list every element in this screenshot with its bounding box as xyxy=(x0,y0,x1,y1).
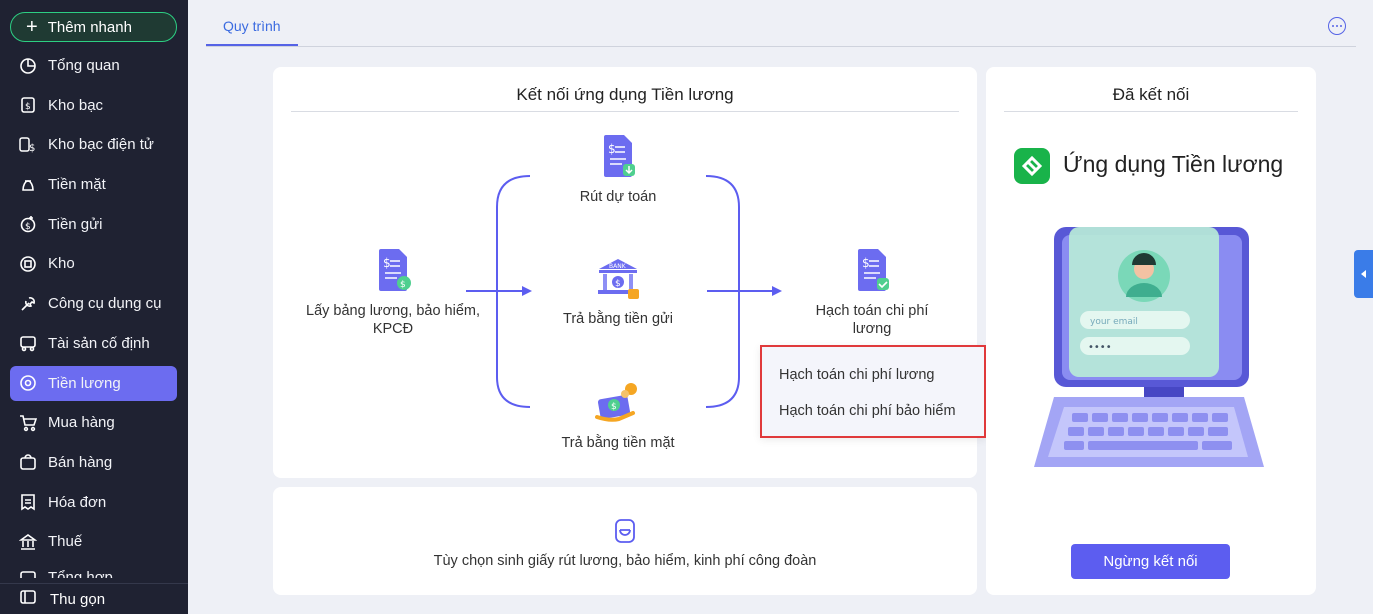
node-pay-by-deposit[interactable]: BANK $ Trả bằng tiền gửi xyxy=(543,257,693,328)
node-salary-accounting[interactable]: $ Hạch toán chi phí lương xyxy=(801,247,943,338)
node-withdraw-estimate[interactable]: $ Rút dự toán xyxy=(548,133,688,206)
accounting-options-dropdown: Hạch toán chi phí lương Hạch toán chi ph… xyxy=(760,345,986,438)
disconnect-button[interactable]: Ngừng kết nối xyxy=(1071,544,1230,579)
sidebar-item-warehouse[interactable]: Kho xyxy=(10,246,177,281)
sidebar-item-purchase[interactable]: Mua hàng xyxy=(10,405,177,440)
treasury-icon: $ xyxy=(18,95,38,115)
svg-text:$: $ xyxy=(615,279,621,289)
svg-text:••••: •••• xyxy=(1088,342,1112,353)
node-label: Rút dự toán xyxy=(579,189,657,205)
sidebar-item-tax[interactable]: Thuế xyxy=(10,524,177,559)
cash-icon xyxy=(18,175,38,195)
sidebar-item-e-treasury[interactable]: $ Kho bạc điện tử xyxy=(10,127,177,162)
document-settings-icon xyxy=(613,518,637,549)
workflow-title: Kết nối ứng dụng Tiền lương xyxy=(291,85,959,112)
node-label: Hạch toán chi phí lương xyxy=(815,303,929,337)
collapse-sidebar-button[interactable]: Thu gọn xyxy=(0,583,188,614)
salary-app-logo-icon xyxy=(1014,148,1050,184)
node-pay-by-cash[interactable]: $ Trả bằng tiền mặt xyxy=(543,381,693,452)
sidebar-item-label: Thuế xyxy=(48,533,83,551)
node-get-payroll[interactable]: $$ Lấy bảng lương, bảo hiểm, KPCĐ xyxy=(303,247,483,338)
sidebar-item-tools[interactable]: Công cụ dụng cụ xyxy=(10,286,177,321)
svg-text:$: $ xyxy=(608,142,616,156)
svg-text:BANK: BANK xyxy=(609,263,627,270)
svg-text:$: $ xyxy=(25,102,31,112)
tab-divider xyxy=(206,46,1356,47)
sidebar-item-label: Kho bạc xyxy=(48,96,104,114)
sidebar-item-fixed-assets[interactable]: Tài sản cố định xyxy=(10,326,177,361)
svg-text:$: $ xyxy=(29,143,35,154)
summary-icon xyxy=(18,569,38,578)
node-label: Trả bằng tiền gửi xyxy=(563,311,673,327)
invoice-icon xyxy=(18,492,38,512)
warehouse-icon xyxy=(18,254,38,274)
withdrawal-options-card[interactable]: Tùy chọn sinh giấy rút lương, bảo hiểm, … xyxy=(273,487,977,595)
tools-icon xyxy=(18,294,38,314)
sidebar-item-label: Tiền gửi xyxy=(48,215,103,233)
chevron-left-icon xyxy=(1360,270,1366,278)
sidebar-item-salary[interactable]: Tiền lương xyxy=(10,365,177,401)
svg-text:$: $ xyxy=(862,256,870,270)
withdraw-document-icon: $ xyxy=(548,133,688,184)
sidebar-item-summary[interactable]: Tổng hợp xyxy=(10,564,177,578)
sidebar-item-invoice[interactable]: Hóa đơn xyxy=(10,485,177,520)
sales-icon xyxy=(18,452,38,472)
accounting-document-icon: $ xyxy=(801,247,943,298)
plus-icon: + xyxy=(26,16,38,38)
sidebar-item-label: Hóa đơn xyxy=(48,493,107,511)
salary-icon xyxy=(18,373,38,393)
svg-text:$: $ xyxy=(25,222,31,232)
svg-text:$: $ xyxy=(383,256,391,270)
sidebar-item-label: Tổng hợp xyxy=(48,568,113,578)
sidebar-item-cash[interactable]: Tiền mặt xyxy=(10,167,177,202)
option-salary-accounting[interactable]: Hạch toán chi phí lương xyxy=(779,367,935,383)
sidebar-item-label: Bán hàng xyxy=(48,453,113,471)
option-insurance-accounting[interactable]: Hạch toán chi phí bảo hiểm xyxy=(779,403,956,419)
sidebar-item-label: Kho bạc điện tử xyxy=(48,136,154,154)
sidebar-item-label: Công cụ dụng cụ xyxy=(48,295,162,313)
e-treasury-icon: $ xyxy=(18,135,38,155)
cash-hand-icon: $ xyxy=(543,381,693,430)
collapse-icon xyxy=(20,589,36,609)
tab-workflow[interactable]: Quy trình xyxy=(206,18,298,46)
deposit-icon: $ xyxy=(18,214,38,234)
quick-add-button[interactable]: + Thêm nhanh xyxy=(10,12,177,42)
sidebar-item-treasury[interactable]: $ Kho bạc xyxy=(10,88,177,123)
sidebar-item-label: Kho xyxy=(48,255,75,273)
connection-card: Đã kết nối Ứng dụng Tiền lương your emai… xyxy=(986,67,1316,595)
login-computer-illustration: your email •••• xyxy=(1024,207,1274,497)
side-panel-toggle[interactable] xyxy=(1354,250,1373,298)
sidebar-item-label: Mua hàng xyxy=(48,414,115,432)
sidebar-item-deposit[interactable]: $ Tiền gửi xyxy=(10,207,177,242)
sidebar-item-sales[interactable]: Bán hàng xyxy=(10,445,177,480)
svg-text:your email: your email xyxy=(1090,317,1138,327)
sidebar-item-overview[interactable]: Tổng quan xyxy=(10,48,177,83)
sidebar-item-label: Tiền mặt xyxy=(48,176,106,194)
sidebar: + Thêm nhanh Tổng quan $ Kho bạc $ Kho b… xyxy=(0,0,188,614)
more-options-icon[interactable] xyxy=(1328,17,1346,35)
node-label: Trả bằng tiền mặt xyxy=(561,435,675,451)
workflow-connectors xyxy=(466,175,782,408)
collapse-label: Thu gọn xyxy=(50,590,106,608)
sidebar-nav: Tổng quan $ Kho bạc $ Kho bạc điện tử Ti… xyxy=(10,48,177,583)
sidebar-item-label: Tiền lương xyxy=(48,374,121,392)
tax-icon xyxy=(18,532,38,552)
svg-text:$: $ xyxy=(611,402,617,412)
sidebar-item-label: Tài sản cố định xyxy=(48,334,150,352)
connection-status-title: Đã kết nối xyxy=(1004,85,1298,112)
cart-icon xyxy=(18,413,38,433)
chart-pie-icon xyxy=(18,56,38,76)
bank-icon: BANK $ xyxy=(543,257,693,306)
fixed-assets-icon xyxy=(18,333,38,353)
payroll-document-icon: $$ xyxy=(303,247,483,298)
connected-app-name: Ứng dụng Tiền lương xyxy=(1063,151,1284,177)
workflow-card: Kết nối ứng dụng Tiền lương $$ Lấy bảng … xyxy=(273,67,977,478)
svg-text:$: $ xyxy=(400,280,406,290)
top-bar: Quy trình xyxy=(188,0,1373,48)
quick-add-label: Thêm nhanh xyxy=(47,18,132,36)
node-label: Lấy bảng lương, bảo hiểm, KPCĐ xyxy=(306,303,480,337)
sidebar-item-label: Tổng quan xyxy=(48,57,120,74)
withdrawal-options-text: Tùy chọn sinh giấy rút lương, bảo hiểm, … xyxy=(433,553,817,569)
